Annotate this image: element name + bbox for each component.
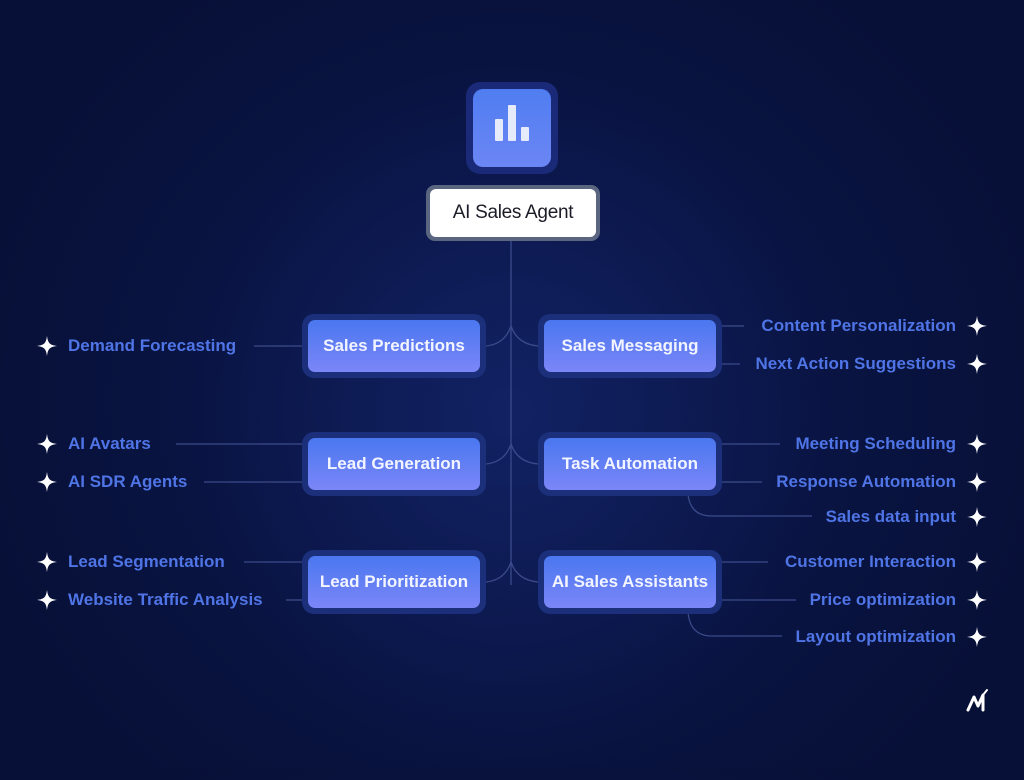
leaf-response-automation: Response Automation	[776, 470, 988, 494]
leaf-label: Website Traffic Analysis	[68, 590, 263, 609]
node-label: Lead Generation	[308, 438, 480, 490]
chart-bar	[508, 105, 516, 141]
leaf-website-traffic-analysis: Website Traffic Analysis	[36, 588, 263, 612]
leaf-label: Layout optimization	[795, 627, 956, 646]
sparkle-icon	[966, 551, 988, 573]
leaf-lead-segmentation: Lead Segmentation	[36, 550, 225, 574]
leaf-label: Response Automation	[776, 472, 956, 491]
leaf-label: Customer Interaction	[785, 552, 956, 571]
leaf-ai-avatars: AI Avatars	[36, 432, 151, 456]
node-label: AI Sales Assistants	[544, 556, 716, 608]
brand-logo-icon	[966, 689, 988, 712]
leaf-label: Content Personalization	[761, 316, 956, 335]
leaf-label: Sales data input	[825, 507, 956, 526]
node-lead-prioritization[interactable]: Lead Prioritization	[302, 550, 486, 614]
node-label: Sales Predictions	[308, 320, 480, 372]
sparkle-icon	[36, 433, 58, 455]
sparkle-icon	[966, 471, 988, 493]
leaf-label: Meeting Scheduling	[795, 434, 956, 453]
node-sales-messaging[interactable]: Sales Messaging	[538, 314, 722, 378]
node-sales-predictions[interactable]: Sales Predictions	[302, 314, 486, 378]
node-ai-sales-assistants[interactable]: AI Sales Assistants	[538, 550, 722, 614]
sparkle-icon	[966, 315, 988, 337]
node-label: Task Automation	[544, 438, 716, 490]
chart-bar	[495, 119, 503, 141]
leaf-ai-sdr-agents: AI SDR Agents	[36, 470, 187, 494]
leaf-label: Next Action Suggestions	[755, 354, 956, 373]
leaf-label: AI Avatars	[68, 434, 151, 453]
sparkle-icon	[966, 589, 988, 611]
sparkle-icon	[966, 626, 988, 648]
sparkle-icon	[966, 506, 988, 528]
sparkle-icon	[36, 551, 58, 573]
root-node[interactable]: AI Sales Agent	[426, 185, 600, 241]
sparkle-icon	[36, 471, 58, 493]
chart-bar	[521, 127, 529, 141]
leaf-sales-data-input: Sales data input	[826, 505, 988, 529]
root-icon-tile	[466, 82, 558, 174]
sparkle-icon	[36, 589, 58, 611]
node-task-automation[interactable]: Task Automation	[538, 432, 722, 496]
leaf-meeting-scheduling: Meeting Scheduling	[795, 432, 988, 456]
leaf-customer-interaction: Customer Interaction	[785, 550, 988, 574]
leaf-label: Demand Forecasting	[68, 336, 237, 355]
leaf-label: Price optimization	[809, 590, 956, 609]
leaf-demand-forecasting: Demand Forecasting	[36, 334, 236, 358]
node-lead-generation[interactable]: Lead Generation	[302, 432, 486, 496]
leaf-label: AI SDR Agents	[68, 472, 188, 491]
root-node-label: AI Sales Agent	[430, 189, 596, 237]
node-label: Sales Messaging	[544, 320, 716, 372]
node-label: Lead Prioritization	[308, 556, 480, 608]
leaf-layout-optimization: Layout optimization	[795, 625, 988, 649]
leaf-price-optimization: Price optimization	[810, 588, 988, 612]
sparkle-icon	[966, 353, 988, 375]
sparkle-icon	[36, 335, 58, 357]
bar-chart-icon	[473, 89, 551, 167]
leaf-label: Lead Segmentation	[68, 552, 225, 571]
leaf-next-action-suggestions: Next Action Suggestions	[755, 352, 988, 376]
sparkle-icon	[966, 433, 988, 455]
leaf-content-personalization: Content Personalization	[761, 314, 988, 338]
